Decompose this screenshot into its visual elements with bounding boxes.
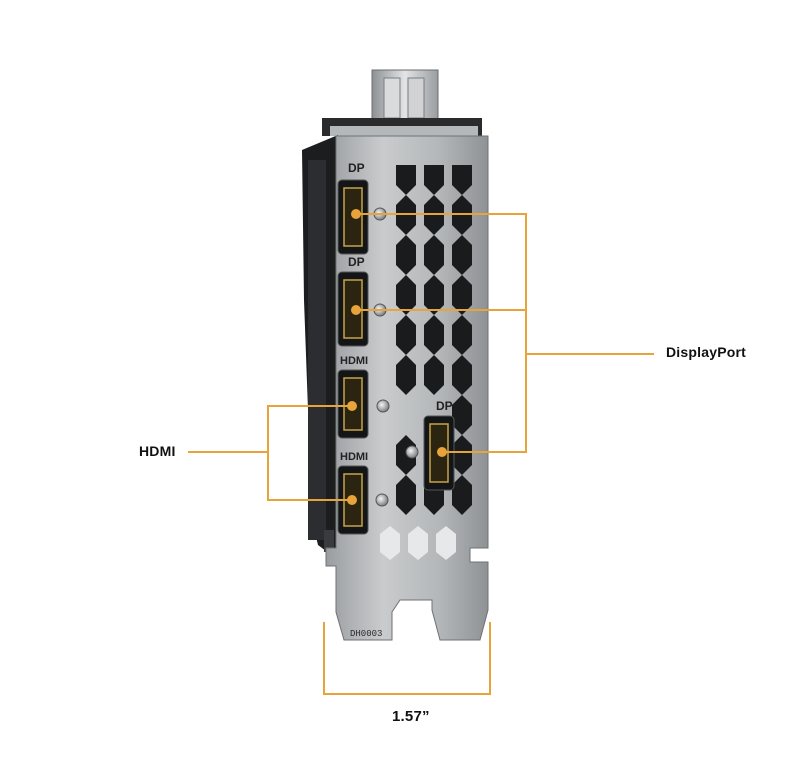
port-label-dp-2: DP [348, 255, 365, 269]
displayport-callout-lines [356, 213, 654, 453]
displayport-callout-label: DisplayPort [666, 344, 746, 360]
port-label-dp-3: DP [436, 399, 453, 413]
hdmi-callout-lines [188, 405, 352, 501]
port-label-dp-1: DP [348, 161, 365, 175]
port-label-hdmi-2: HDMI [340, 451, 368, 463]
vent-holes [380, 165, 472, 560]
hdmi-callout-label: HDMI [139, 443, 176, 459]
screw-5 [405, 445, 419, 459]
width-dimension-line [323, 622, 491, 695]
hdmi-callout-dots [347, 401, 357, 505]
card-shroud [302, 135, 338, 560]
port-label-hdmi-1: HDMI [340, 355, 368, 367]
displayport-callout-dots [351, 209, 447, 457]
screw-4 [375, 493, 389, 507]
bracket-top-clip [322, 69, 482, 136]
bracket-marking: DH0003 [350, 629, 382, 639]
screw-3 [376, 399, 390, 413]
width-dimension-label: 1.57” [392, 708, 430, 725]
